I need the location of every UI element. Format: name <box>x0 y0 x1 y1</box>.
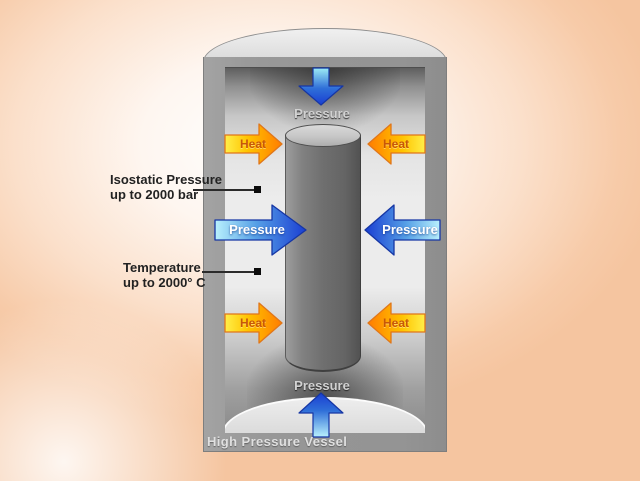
heat-arrow-bottom-right-icon <box>367 302 426 344</box>
pressure-arrow-left-icon <box>364 204 441 256</box>
temperature-leader-line <box>202 271 254 273</box>
pressure-arrow-down-icon <box>298 67 344 106</box>
isostatic-pressure-line1: Isostatic Pressure <box>110 172 223 187</box>
temperature-marker <box>254 268 261 275</box>
isostatic-pressure-annotation: Isostatic Pressure up to 2000 bar <box>110 172 222 202</box>
temperature-annotation: Temperature up to 2000° C <box>123 260 206 290</box>
workpiece-cylinder-top <box>285 124 361 147</box>
temperature-line2: up to 2000° C <box>123 275 206 290</box>
isostatic-pressure-marker <box>254 186 261 193</box>
isostatic-pressure-leader-line <box>193 189 254 191</box>
workpiece-cylinder <box>285 135 361 372</box>
heat-arrow-top-right-icon <box>367 123 426 165</box>
pressure-arrow-right-icon <box>214 204 307 256</box>
pressure-arrow-up-icon <box>298 392 344 438</box>
temperature-line1: Temperature <box>123 260 201 275</box>
heat-arrow-top-left-icon <box>224 123 283 165</box>
heat-arrow-bottom-left-icon <box>224 302 283 344</box>
vessel-title: High Pressure Vessel <box>207 434 348 449</box>
isostatic-pressure-line2: up to 2000 bar <box>110 187 199 202</box>
